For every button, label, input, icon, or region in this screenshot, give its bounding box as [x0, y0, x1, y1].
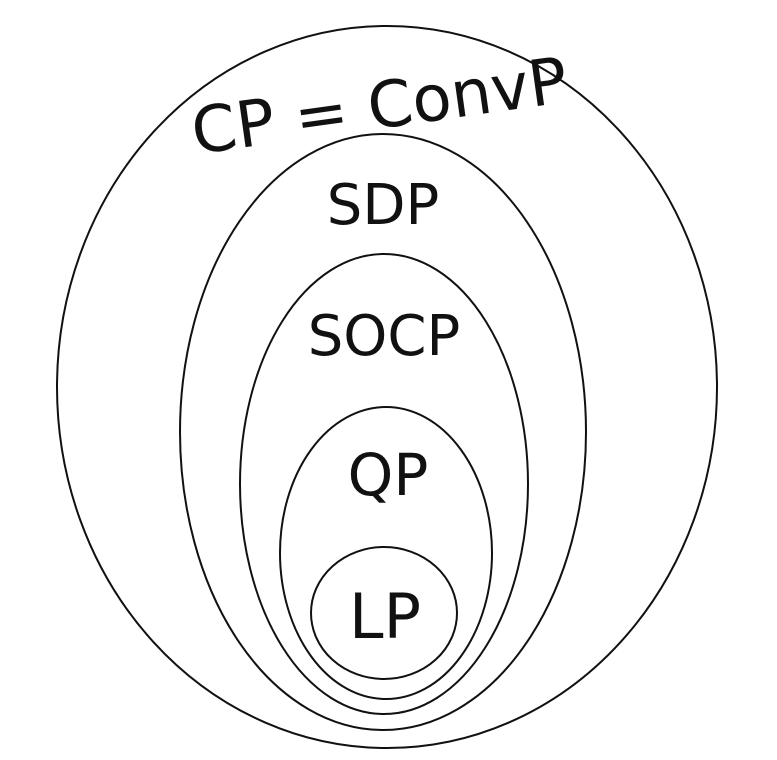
set-socp-boundary — [239, 253, 529, 715]
set-cp-boundary — [56, 25, 718, 749]
set-qp-boundary — [279, 406, 493, 700]
set-lp: LP — [310, 546, 458, 680]
set-sdp: SDP — [179, 133, 587, 731]
set-sdp-boundary — [179, 133, 587, 731]
set-cp-label: CP = ConvP — [187, 44, 572, 170]
set-lp-boundary — [310, 546, 458, 680]
set-lp-label: LP — [349, 580, 421, 653]
set-socp-label: SOCP — [308, 304, 461, 369]
set-qp: QP — [279, 406, 493, 700]
set-sdp-label: SDP — [327, 173, 439, 238]
set-qp-label: QP — [348, 441, 429, 509]
set-socp: SOCP — [239, 253, 529, 715]
